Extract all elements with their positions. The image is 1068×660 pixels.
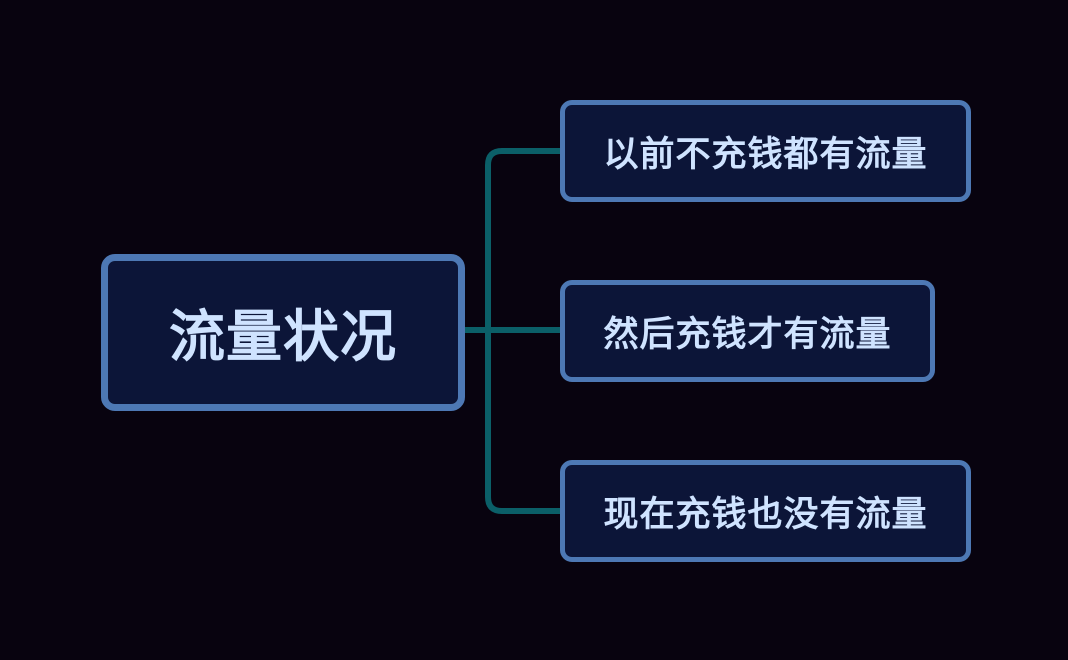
- subtopic-label-3: 现在充钱也没有流量: [603, 494, 928, 535]
- subtopic-node-1[interactable]: 以前不充钱都有流量: [560, 100, 971, 202]
- subtopic-node-2[interactable]: 然后充钱才有流量: [560, 280, 935, 382]
- subtopic-label-1: 以前不充钱都有流量: [603, 134, 928, 175]
- subtopic-node-3[interactable]: 现在充钱也没有流量: [560, 460, 971, 562]
- root-topic-label: 流量状况: [169, 305, 397, 370]
- subtopic-label-2: 然后充钱才有流量: [603, 314, 892, 355]
- connector-branch-3: [485, 327, 565, 514]
- root-topic-node[interactable]: 流量状况: [101, 254, 465, 411]
- connector-branch-1: [485, 148, 565, 333]
